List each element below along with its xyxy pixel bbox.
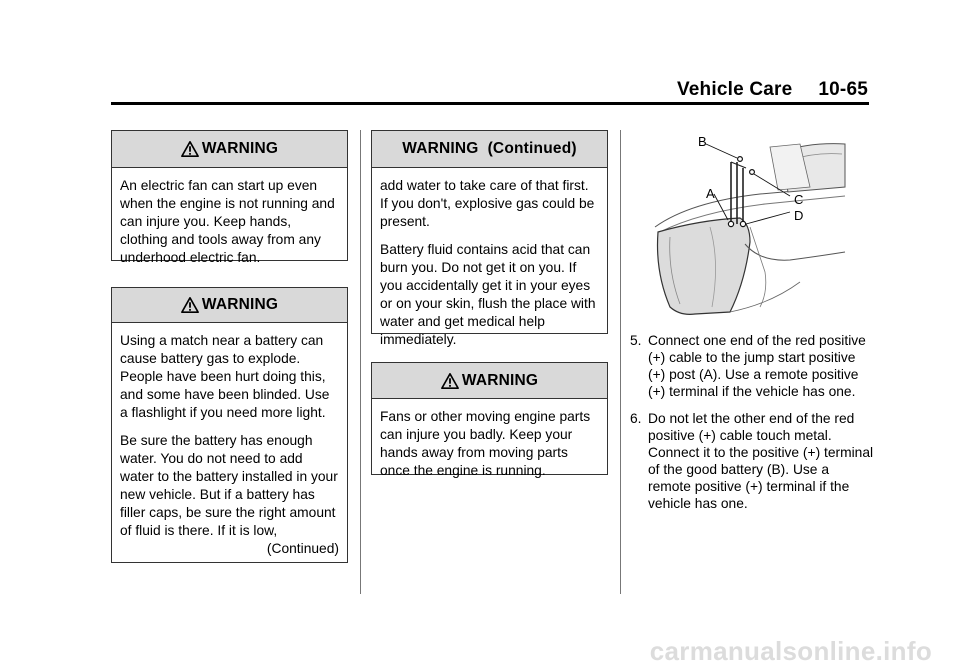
warning-title: WARNING — [461, 371, 539, 389]
warning-text: Fans or other moving engine parts can in… — [380, 409, 591, 478]
step-text: Do not let the other end of the red posi… — [648, 411, 874, 511]
warning-paragraph-2: Be sure the battery has enough water. Yo… — [120, 433, 338, 538]
page-number: 10-65 — [818, 79, 868, 100]
warning-body: Fans or other moving engine parts can in… — [372, 399, 607, 480]
label-c: C — [794, 192, 803, 207]
warning-box-fan: WARNING An electric fan can start up eve… — [111, 130, 348, 265]
page-header: Vehicle Care 10-65 — [677, 79, 868, 101]
warning-title: WARNING — [201, 140, 279, 157]
warning-body: Using a match near a battery can cause b… — [112, 323, 347, 558]
warning-header: WARNING (Continued) — [372, 131, 607, 168]
label-b: B — [698, 134, 707, 149]
step-item: 6. Do not let the other end of the red p… — [630, 410, 875, 512]
step-list: 5. Connect one end of the red positive (… — [630, 332, 875, 522]
step-item: 5. Connect one end of the red positive (… — [630, 332, 875, 400]
warning-paragraph-1: Using a match near a battery can cause b… — [120, 333, 330, 420]
warning-header: WARNING — [112, 131, 347, 168]
label-d: D — [794, 208, 803, 223]
warning-header: WARNING — [112, 288, 347, 323]
warning-box-battery: WARNING Using a match near a battery can… — [111, 287, 348, 563]
warning-paragraph-1: add water to take care of that first. If… — [380, 178, 595, 229]
warning-box-moving-parts: WARNING Fans or other moving engine part… — [371, 362, 608, 478]
warning-header: WARNING — [372, 363, 607, 399]
watermark: carmanualsonline.info — [649, 636, 932, 666]
step-text: Connect one end of the red positive (+) … — [648, 333, 866, 399]
column-divider-left — [360, 130, 361, 594]
column-divider-right — [620, 130, 621, 594]
step-number: 5. — [630, 333, 642, 348]
step-number: 6. — [630, 411, 642, 426]
warning-paragraph-2: Battery fluid contains acid that can bur… — [380, 242, 596, 347]
warning-triangle-icon — [180, 140, 199, 158]
section-title: Vehicle Care — [676, 79, 793, 100]
warning-triangle-icon — [180, 296, 199, 314]
continued-note: (Continued) — [266, 541, 339, 556]
jump-start-illustration: A B C D — [650, 132, 850, 317]
warning-text: An electric fan can start up even when t… — [120, 178, 335, 265]
label-a: A — [706, 186, 715, 201]
warning-title: WARNING — [201, 296, 279, 313]
warning-title: WARNING (Continued) — [402, 140, 577, 157]
engine-bay-drawing: A B C D — [654, 134, 846, 315]
warning-body: An electric fan can start up even when t… — [112, 168, 347, 267]
header-rule — [111, 102, 869, 105]
warning-box-continued: WARNING (Continued) add water to take ca… — [371, 130, 608, 347]
warning-body: add water to take care of that first. If… — [372, 168, 607, 349]
warning-triangle-icon — [440, 372, 459, 389]
